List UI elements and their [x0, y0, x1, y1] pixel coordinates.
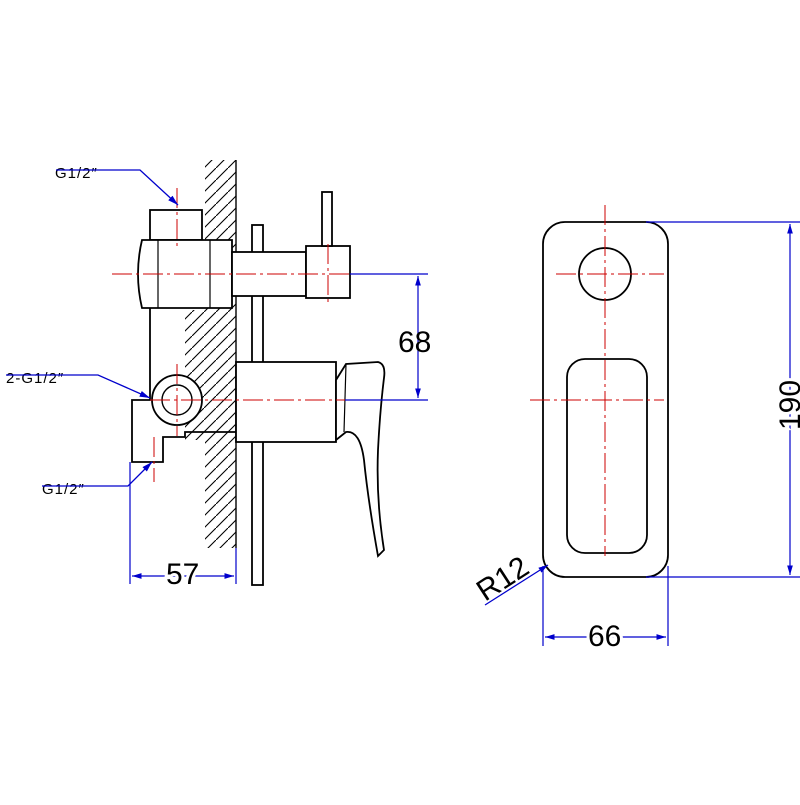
- handle-slot: [566, 358, 648, 554]
- dimension-spacing: [345, 273, 428, 401]
- dimension-width: [542, 566, 669, 646]
- dimension-height: [646, 221, 800, 578]
- front-view: 190 66 R12: [471, 205, 800, 656]
- side-view: G1/2″ 2-G1/2″ G1/2″ 68 57: [6, 160, 431, 594]
- callout-outlet-label: 2-G1/2″: [6, 370, 64, 387]
- dimension-depth-label: 57: [166, 558, 199, 591]
- diverter-rod: [321, 191, 333, 247]
- front-centerlines: [530, 205, 664, 556]
- dimension-radius-label: R12: [471, 550, 535, 608]
- callout-outlet: 2-G1/2″: [6, 370, 151, 399]
- handle-lever: [335, 361, 386, 558]
- callout-top-inlet: G1/2″: [55, 165, 179, 206]
- callout-bottom-inlet-label: G1/2″: [42, 481, 85, 498]
- callout-top-inlet-label: G1/2″: [55, 165, 98, 182]
- valve-body: [131, 300, 236, 463]
- cartridge-body: [235, 361, 337, 443]
- top-inlet: [149, 209, 203, 241]
- dimension-radius: R12: [471, 550, 549, 608]
- dimension-width-label: 66: [588, 620, 621, 653]
- callout-bottom-inlet: G1/2″: [42, 461, 153, 498]
- dimension-spacing-label: 68: [398, 326, 431, 359]
- dimension-depth: [129, 462, 237, 584]
- dimension-height-label: 190: [774, 380, 800, 430]
